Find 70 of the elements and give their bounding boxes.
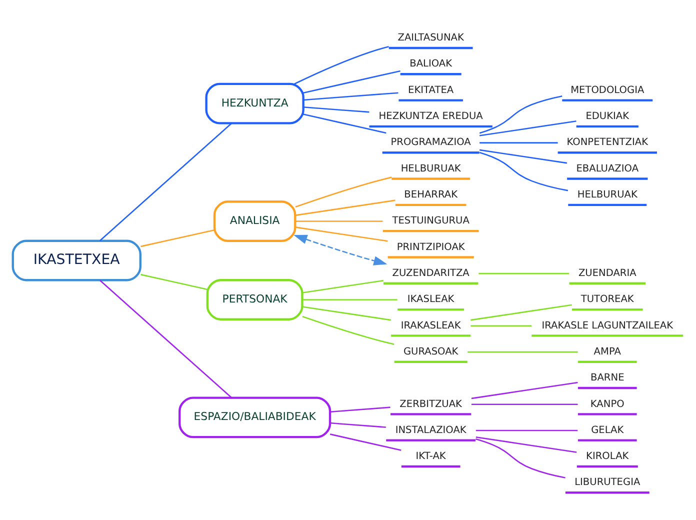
- connector: [100, 279, 232, 398]
- connector: [295, 176, 392, 208]
- connector: [478, 272, 570, 274]
- node-text: ZUZENDARITZA: [392, 267, 470, 278]
- node-text: EBALUAZIOA: [576, 162, 639, 174]
- node-box: PERTSONAK: [206, 278, 304, 320]
- node-text: HELBURUAK: [400, 162, 461, 174]
- node-text: HEZKUNTZA EREDUA: [378, 110, 483, 122]
- node-text: LIBURUTEGIA: [574, 476, 640, 488]
- connector: [470, 304, 572, 320]
- connector: [303, 106, 370, 112]
- node-text: TUTOREAK: [580, 294, 634, 305]
- node-text: IRAKASLEAK: [400, 320, 461, 331]
- connector: [479, 95, 562, 134]
- node-box: ESPAZIO/BALIABIDEAK: [178, 396, 332, 438]
- connector: [140, 228, 214, 247]
- node-text: BALIOAK: [410, 58, 452, 70]
- connector: [294, 46, 389, 84]
- node-text: ZAILTASUNAK: [398, 32, 464, 44]
- node-text: HELBURUAK: [577, 189, 638, 200]
- connector: [330, 422, 386, 428]
- node-text: EKITATEA: [408, 84, 454, 96]
- node-text: EDUKIAK: [586, 110, 630, 122]
- connector: [479, 151, 568, 191]
- connector: [480, 142, 558, 143]
- node-text: KIROLAK: [586, 450, 629, 462]
- connector: [302, 279, 384, 293]
- node-text: KONPETENTZIAK: [566, 136, 648, 148]
- node-box: IKASTETXEA: [12, 239, 142, 281]
- connector: [479, 148, 568, 164]
- connector: [479, 120, 576, 136]
- connector: [468, 350, 578, 352]
- connector: [476, 436, 577, 452]
- node-text: IRAKASLE LAGUNTZAILEAK: [542, 320, 674, 331]
- connector: [330, 406, 390, 412]
- node-box: ANALISIA: [213, 200, 296, 242]
- node-text: METODOLOGIA: [570, 84, 644, 96]
- node-text: ZUENDARIA: [578, 267, 636, 278]
- arrow: [294, 234, 388, 265]
- connector: [471, 381, 578, 399]
- connector: [476, 429, 578, 431]
- node-text: PROGRAMAZIOA: [390, 136, 471, 148]
- node-text: BEHARRAK: [404, 189, 458, 200]
- connector: [470, 324, 532, 326]
- connector: [140, 273, 208, 290]
- node-box: HEZKUNTZA: [205, 82, 304, 124]
- node-text: TESTUINGURUA: [392, 215, 470, 226]
- connector: [295, 220, 383, 222]
- node-text: GELAK: [591, 424, 624, 436]
- connector: [100, 122, 232, 241]
- node-text: INSTALAZIOAK: [395, 424, 466, 436]
- connector: [303, 113, 386, 134]
- node-text: KANPO: [590, 398, 624, 410]
- connector: [295, 226, 388, 242]
- connector: [472, 403, 578, 405]
- connector: [302, 306, 392, 320]
- connector: [303, 70, 400, 93]
- connector: [476, 438, 566, 478]
- node-text: IKT-AK: [416, 450, 446, 462]
- connector: [330, 433, 402, 450]
- connector: [295, 199, 396, 216]
- connector: [302, 315, 394, 344]
- node-text: ZERBITZUAK: [400, 398, 462, 410]
- node-text: IKASLEAK: [407, 294, 454, 305]
- connector: [303, 92, 398, 100]
- connector: [302, 298, 398, 300]
- node-text: AMPA: [594, 346, 621, 357]
- node-text: GURASOAK: [403, 346, 458, 357]
- node-text: BARNE: [590, 372, 624, 384]
- node-text: PRINTZIPIOAK: [396, 241, 465, 252]
